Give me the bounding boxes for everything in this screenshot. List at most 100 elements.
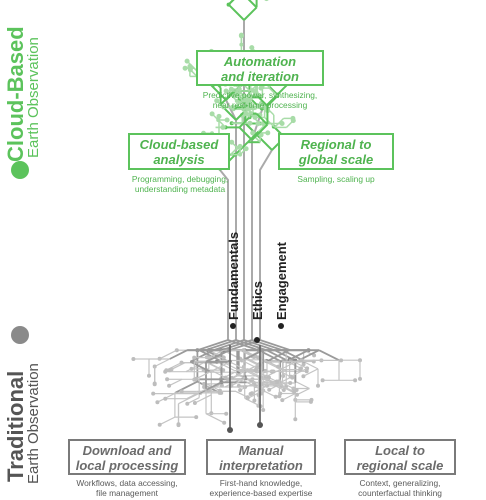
root-node	[294, 388, 299, 392]
box-cloud-analysis-title-2: analysis	[153, 152, 205, 167]
root-node	[224, 411, 229, 416]
root-segment	[282, 382, 297, 391]
root-segment	[243, 349, 259, 358]
root-segment	[194, 394, 212, 404]
branch-segment	[274, 117, 285, 128]
root-segment	[259, 339, 291, 352]
branch-segment	[227, 0, 235, 6]
root-segment	[280, 359, 299, 371]
root-segment	[174, 380, 198, 394]
desc-manual-2: experience-based expertise	[209, 488, 313, 498]
box-local-regional: Local to regional scale	[344, 439, 456, 475]
root-node	[298, 367, 303, 372]
root-node	[308, 399, 313, 404]
root-node	[163, 396, 168, 401]
root-node	[256, 355, 260, 360]
branch-segment	[267, 86, 278, 97]
branch-node	[228, 86, 234, 92]
root-segment	[205, 349, 230, 363]
timeline-bottom-dot	[11, 326, 29, 344]
root-segment	[154, 358, 170, 368]
root-segment	[235, 390, 248, 398]
branch-segment	[240, 108, 251, 118]
box-cloud-analysis: Cloud-based analysis	[128, 133, 230, 170]
branch-node	[216, 113, 222, 119]
branch-node	[243, 146, 249, 152]
root-segment	[289, 349, 309, 361]
root-node	[147, 373, 151, 378]
branch-node	[258, 85, 264, 91]
tree-roots	[131, 339, 362, 433]
root-node	[194, 376, 199, 381]
root-node	[185, 401, 190, 406]
box-automation-title-2: and iteration	[220, 69, 299, 84]
root-node	[255, 366, 260, 371]
desc-local-regional-2: counterfactual thinking	[358, 488, 442, 498]
root-segment	[187, 397, 200, 405]
root-segment	[208, 349, 224, 359]
root-segment	[198, 381, 222, 395]
branch-node	[209, 111, 215, 117]
branch-segment	[264, 116, 275, 128]
box-automation-title-1: Automation	[223, 54, 297, 69]
branch-node	[184, 58, 190, 64]
branch-node	[229, 139, 235, 145]
root-node	[267, 387, 272, 392]
branch-node	[240, 97, 246, 103]
root-node	[131, 357, 136, 361]
side-subtitle-top: Earth Observation	[25, 37, 42, 158]
root-node	[316, 383, 320, 388]
desc-download-1: Workflows, data accessing,	[76, 478, 178, 488]
desc-cloud-analysis: Programming, debugging, understanding me…	[126, 174, 234, 194]
root-segment	[205, 339, 237, 352]
root-node	[320, 378, 325, 383]
root-node	[358, 376, 362, 381]
root-node	[301, 362, 306, 367]
root-node	[261, 408, 266, 412]
root-node	[155, 400, 160, 405]
root-node	[245, 396, 250, 401]
branch-segment	[219, 90, 235, 106]
root-segment	[189, 349, 214, 363]
root-segment	[213, 339, 245, 352]
desc-automation: Predictive power, synthesizing, near rea…	[196, 90, 324, 110]
desc-download-2: file management	[96, 488, 158, 498]
desc-local-regional: Context, generalizing, counterfactual th…	[340, 478, 460, 498]
branch-node	[256, 104, 262, 109]
root-node	[290, 375, 295, 380]
branch-segment	[255, 133, 273, 151]
center-word-ethics: Ethics	[250, 280, 265, 320]
root-node	[194, 415, 199, 420]
root-node	[179, 389, 184, 394]
root-segment	[295, 380, 310, 390]
root-segment	[186, 388, 207, 400]
branch-node	[232, 93, 238, 99]
desc-regional: Sampling, scaling up	[278, 174, 394, 184]
root-node	[280, 398, 285, 403]
branch-segment	[238, 116, 251, 129]
root-segment	[169, 362, 186, 371]
root-segment	[211, 361, 231, 372]
root-main-node	[257, 422, 263, 428]
desc-manual: First-hand knowledge, experience-based e…	[198, 478, 324, 498]
box-manual-title-2: interpretation	[219, 458, 303, 473]
root-node	[152, 381, 157, 386]
root-segment	[246, 357, 260, 365]
branch-node	[252, 114, 258, 120]
root-node	[339, 358, 344, 363]
root-segment	[279, 370, 293, 379]
branch-node	[265, 130, 271, 136]
root-node	[192, 355, 197, 360]
desc-automation-1: Predictive power, synthesizing,	[202, 90, 318, 100]
root-segment	[169, 349, 188, 360]
root-node	[222, 420, 227, 425]
branch-segment	[247, 130, 260, 143]
root-node	[301, 374, 306, 379]
root-node	[192, 401, 197, 405]
branch-segment	[251, 123, 269, 141]
root-segment	[318, 349, 340, 362]
desc-local-regional-1: Context, generalizing,	[359, 478, 441, 488]
root-node	[176, 422, 181, 427]
branch-segment	[227, 3, 245, 21]
root-node	[157, 422, 162, 427]
